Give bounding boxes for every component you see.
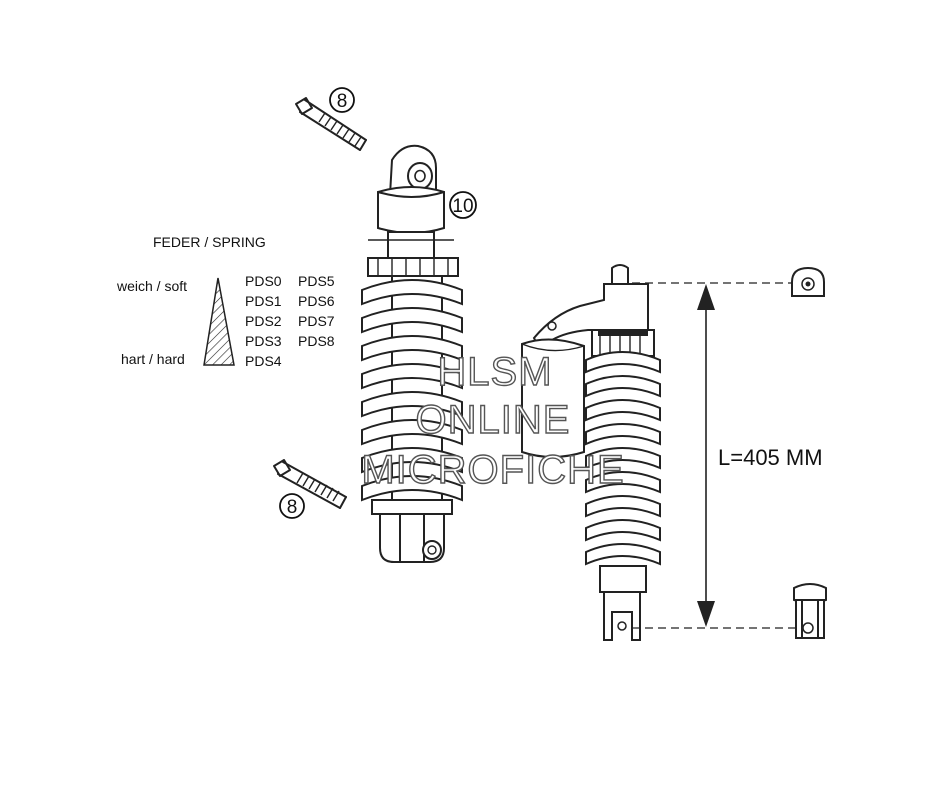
spring-code-pds4: PDS4 (245, 353, 282, 369)
length-dimension: L=405 MM (632, 282, 823, 629)
eyelet-detail-top (791, 266, 825, 297)
watermark: HLSM ONLINE MICROFICHE (361, 349, 625, 492)
legend-soft-label: weich / soft (116, 278, 187, 294)
watermark-line-3: MICROFICHE (361, 448, 624, 492)
watermark-line-1: HLSM (437, 350, 552, 394)
mounting-bolt-top (295, 97, 367, 151)
spring-code-pds8: PDS8 (298, 333, 335, 349)
shock-absorber-exploded (361, 144, 463, 563)
callout-bolt-bottom: 8 (279, 493, 305, 519)
callout-bolt-top: 8 (329, 87, 355, 113)
spring-legend: FEDER / SPRING weich / soft hart / hard … (116, 234, 335, 369)
spring-code-pds1: PDS1 (245, 293, 282, 309)
shock-absorber-assembled (521, 264, 661, 641)
coil-spring-assembled (585, 351, 661, 566)
spring-code-pds2: PDS2 (245, 313, 282, 329)
length-label: L=405 MM (718, 445, 823, 470)
dimension-arrow-top-icon (697, 284, 715, 310)
stiffness-wedge-icon (203, 277, 235, 366)
legend-hard-label: hart / hard (121, 351, 185, 367)
legend-title: FEDER / SPRING (153, 234, 266, 250)
watermark-line-2: ONLINE (416, 398, 571, 442)
spring-code-pds0: PDS0 (245, 273, 282, 289)
spring-code-pds6: PDS6 (298, 293, 335, 309)
callout-bolt-bottom-number: 8 (287, 497, 298, 518)
mount-detail-bottom (793, 583, 827, 639)
spring-code-pds5: PDS5 (298, 273, 335, 289)
coil-spring-exploded (361, 279, 463, 502)
spring-code-pds7: PDS7 (298, 313, 335, 329)
spring-code-pds3: PDS3 (245, 333, 282, 349)
reservoir-canister (521, 338, 585, 458)
callout-top-mount-number: 10 (452, 196, 473, 217)
mounting-bolt-bottom (273, 459, 347, 509)
dimension-arrow-bottom-icon (697, 601, 715, 627)
callout-top-mount: 10 (449, 191, 477, 219)
callout-bolt-top-number: 8 (337, 91, 348, 112)
